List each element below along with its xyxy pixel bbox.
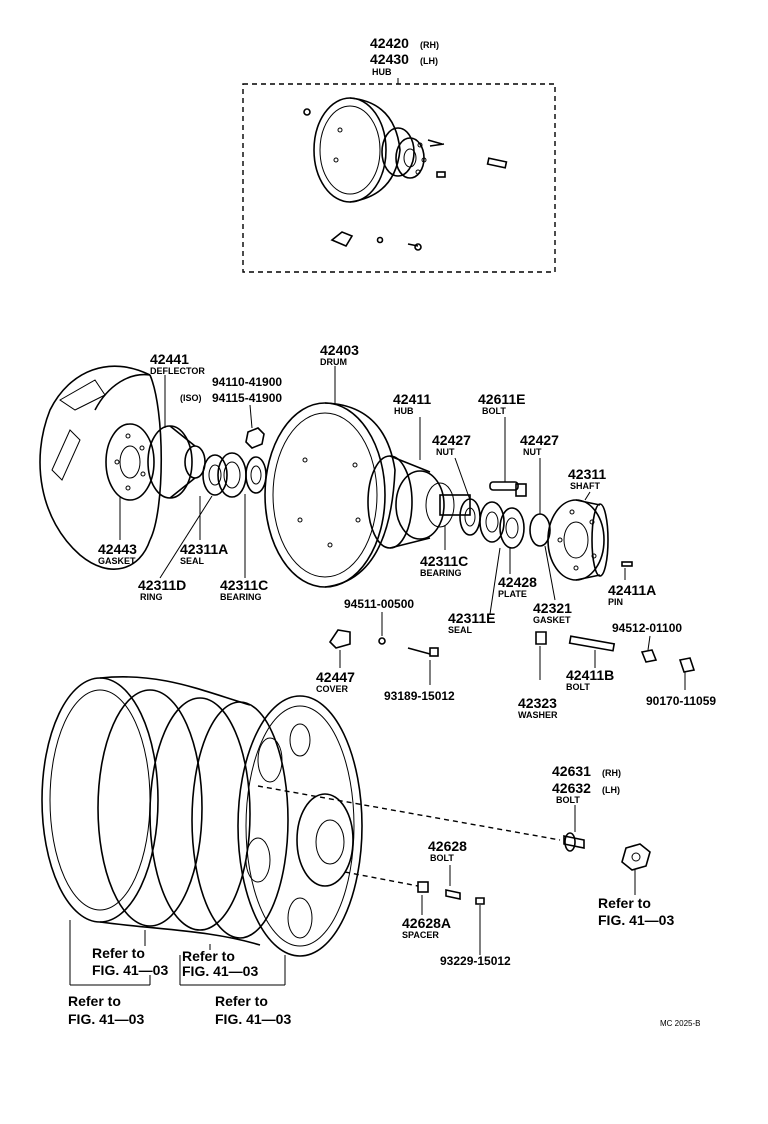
hub-assembly-drawing	[303, 97, 508, 251]
part-number: 42441	[150, 351, 189, 367]
refer-label: Refer to	[68, 993, 121, 1009]
part-name: BOLT	[556, 795, 580, 805]
refer-label: Refer to	[215, 993, 268, 1009]
part-number: 42411B	[566, 667, 614, 683]
small-parts	[328, 561, 696, 673]
wheel-bolts	[417, 832, 651, 905]
labels: 42441 DEFLECTOR 94110-41900 (ISO) 94115-…	[98, 342, 716, 968]
hub-assembly-group: 42420 (RH) 42430 (LH) HUB	[242, 35, 556, 273]
part-number: 42311C	[220, 577, 268, 593]
refer-label: FIG. 41—03	[598, 912, 674, 928]
part-number: 42323	[518, 695, 557, 711]
part-number: 42631	[552, 763, 591, 779]
part-number: 42321	[533, 600, 572, 616]
part-name: PIN	[608, 597, 623, 607]
part-number: 93189-15012	[384, 689, 455, 703]
part-name: NUT	[523, 447, 542, 457]
part-number: 42443	[98, 541, 137, 557]
part-name: WASHER	[518, 710, 558, 720]
part-name: BOLT	[566, 682, 590, 692]
part-number: 42420	[370, 35, 409, 51]
part-name: HUB	[394, 406, 414, 416]
refer-label: FIG. 41—03	[68, 1011, 144, 1027]
refer-label: Refer to	[182, 948, 235, 964]
part-name: NUT	[436, 447, 455, 457]
part-name: SHAFT	[570, 481, 600, 491]
part-side: (RH)	[420, 40, 439, 50]
part-name: RING	[140, 592, 163, 602]
part-name: BOLT	[482, 406, 506, 416]
part-number: 42428	[498, 574, 537, 590]
part-name: HUB	[372, 67, 392, 77]
part-name: SPACER	[402, 930, 439, 940]
part-number: 90170-11059	[646, 694, 716, 708]
part-name: GASKET	[533, 615, 571, 625]
seal-bearing-left	[202, 427, 267, 498]
part-number: 42403	[320, 342, 359, 358]
drum-42403	[264, 402, 396, 588]
part-side: (RH)	[602, 768, 621, 778]
part-number: 42447	[316, 669, 355, 685]
leader-lines	[69, 366, 686, 986]
part-number: 42628A	[402, 915, 451, 931]
part-number: 42411	[393, 391, 431, 407]
deflector-42441	[147, 425, 206, 499]
part-name: SEAL	[448, 625, 473, 635]
part-number: 42311C	[420, 553, 468, 569]
part-number: 42611E	[478, 391, 526, 407]
part-number: 42632	[552, 780, 591, 796]
part-name: BEARING	[420, 568, 462, 578]
part-number: 42311A	[180, 541, 228, 557]
wheel-rim	[41, 676, 561, 957]
part-side: (LH)	[602, 785, 620, 795]
refer-label: FIG. 41—03	[215, 1011, 291, 1027]
part-number: 94110-41900	[212, 375, 282, 389]
part-number: 42430	[370, 51, 409, 67]
part-number: 94512-01100	[612, 621, 682, 635]
refer-label: Refer to	[598, 895, 651, 911]
part-side: (LH)	[420, 56, 438, 66]
part-number: 42427	[520, 432, 559, 448]
part-number: 42311E	[448, 610, 496, 626]
part-number: 94511-00500	[344, 597, 414, 611]
part-name: PLATE	[498, 589, 527, 599]
part-number: 93229-15012	[440, 954, 511, 968]
part-number: 94115-41900	[212, 391, 282, 405]
refer-label: FIG. 41—03	[182, 963, 258, 979]
refer-label: FIG. 41—03	[92, 962, 168, 978]
part-number: 42311D	[138, 577, 186, 593]
hub-42411	[367, 455, 471, 549]
part-name: DRUM	[320, 357, 347, 367]
refer-label: Refer to	[92, 945, 145, 961]
refer-labels: Refer to FIG. 41—03 Refer to FIG. 41—03 …	[68, 895, 674, 1027]
bearing-plate-group	[459, 481, 551, 549]
part-number: 42411A	[608, 582, 656, 598]
diagram-code: MC 2025-B	[660, 1019, 700, 1028]
hub-assembly-box	[242, 83, 556, 273]
part-name: COVER	[316, 684, 349, 694]
brake-backing-plate	[39, 365, 163, 570]
part-prefix: (ISO)	[180, 393, 202, 403]
part-name: SEAL	[180, 556, 205, 566]
part-name: GASKET	[98, 556, 136, 566]
part-number: 42628	[428, 838, 467, 854]
part-number: 42427	[432, 432, 471, 448]
shaft-42311	[547, 499, 609, 581]
part-name: DEFLECTOR	[150, 366, 205, 376]
part-name: BEARING	[220, 592, 262, 602]
part-number: 42311	[568, 466, 606, 482]
gasket-42443	[105, 423, 155, 501]
part-name: BOLT	[430, 853, 454, 863]
